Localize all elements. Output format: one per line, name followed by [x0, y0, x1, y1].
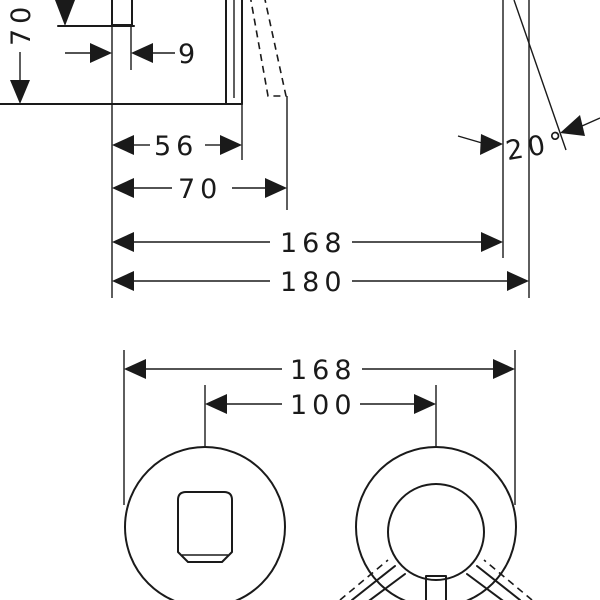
dim-70-label: 70	[178, 174, 222, 205]
angle-arrow-right	[560, 115, 585, 136]
front-dim-168-arrow-left	[124, 359, 146, 379]
dim-168-arrow-right	[481, 232, 503, 252]
outlet-shape	[177, 491, 233, 563]
handle-lever-right	[466, 565, 521, 600]
front-dim-100-arrow-left	[205, 394, 227, 414]
angle-line	[513, 0, 567, 151]
angle-label: 20°	[503, 126, 570, 167]
handle-lever-right-dashed	[483, 559, 533, 600]
dim-180-label: 180	[280, 267, 347, 298]
dim-70-arrow	[10, 80, 30, 104]
dim-9-arrow-right	[131, 43, 153, 63]
body-stub	[111, 0, 133, 26]
dim-168-arrow-left	[112, 232, 134, 252]
side-view: 70 9 56 70 20° 168 1	[0, 0, 600, 298]
handle-lever-center	[425, 575, 447, 600]
front-view: 168 100	[123, 350, 533, 600]
dim-70-vertical-label: 70	[6, 2, 37, 46]
handle-lever-left	[351, 565, 406, 600]
handle-lever-left-dashed	[339, 559, 389, 600]
front-dim-100-label: 100	[290, 390, 357, 421]
front-dim-168-label: 168	[290, 355, 357, 386]
dim-70-arrow-left	[112, 178, 134, 198]
dim-9-label: 9	[178, 39, 200, 70]
handle-hub	[387, 483, 485, 581]
dim-9-arrow-left	[90, 43, 112, 63]
right-rosette	[355, 446, 517, 600]
dim-70-top-arrow	[55, 0, 75, 26]
dim-70-arrow-right	[265, 178, 287, 198]
angle-leader-left	[457, 135, 483, 144]
dim-168-label: 168	[280, 228, 347, 259]
spout-swivel-dashed	[250, 0, 287, 97]
dim-56-arrow-left	[112, 135, 134, 155]
angle-leader-right	[581, 117, 600, 127]
dim-56-label: 56	[154, 131, 198, 162]
front-dim-100-arrow-right	[414, 394, 436, 414]
left-rosette	[124, 446, 286, 600]
angle-arrow-left	[480, 134, 503, 155]
front-dim-168-arrow-right	[493, 359, 515, 379]
dim-56-arrow-right	[220, 135, 242, 155]
dim-180-arrow-left	[112, 271, 134, 291]
dim-180-arrow-right	[507, 271, 529, 291]
